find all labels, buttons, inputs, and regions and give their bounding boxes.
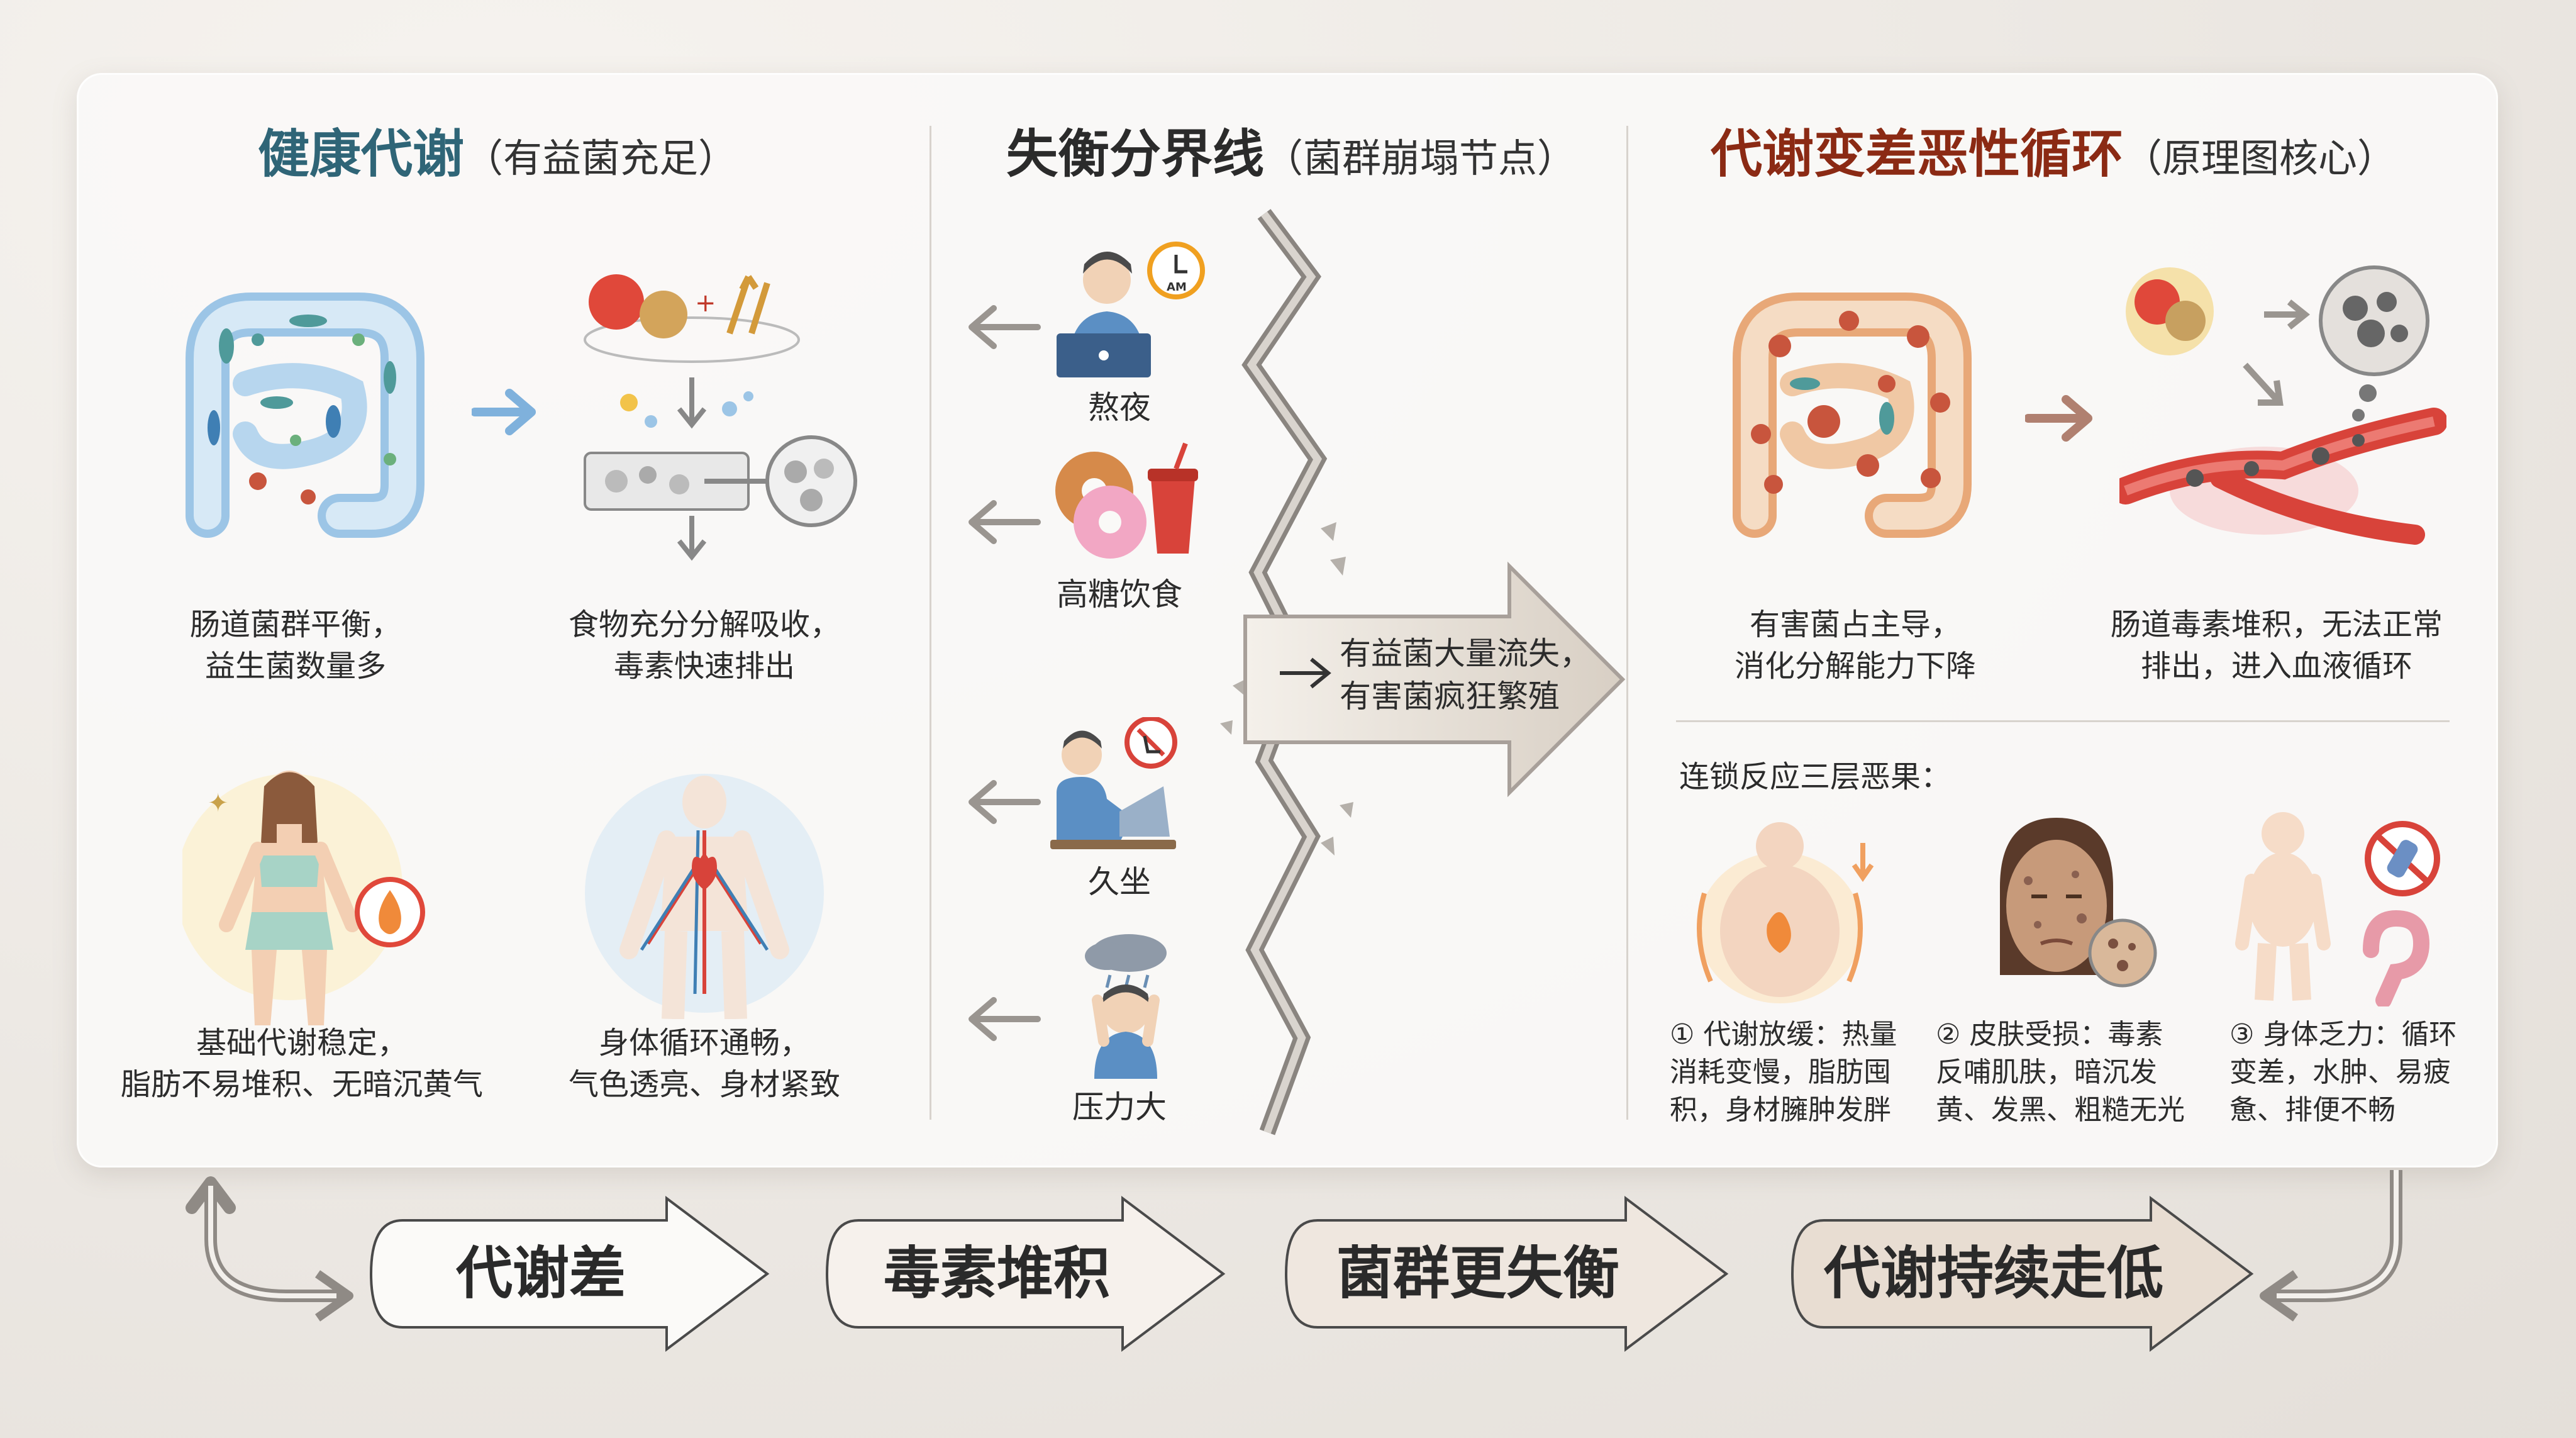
cycle-step-3: 菌群更失衡 (1280, 1195, 1733, 1352)
toxin-blood-icon (2119, 265, 2446, 545)
small-arrow-icon (1280, 657, 1331, 689)
svg-text:AM: AM (1167, 281, 1187, 294)
healthy-caption-3: 基础代谢稳定，脂肪不易堆积、无暗沉黄气 (120, 1025, 483, 1102)
trigger-sugar: 高糖饮食 (1057, 576, 1182, 613)
trigger-late-night: 熬夜 (1088, 389, 1151, 426)
bad-gut-icon (1733, 293, 1972, 538)
cycle-step-2-label: 毒素堆积 (884, 1240, 1110, 1307)
trigger-sitting: 久坐 (1088, 864, 1151, 900)
svg-text:+: + (695, 289, 716, 318)
trigger-arrows (969, 305, 1041, 1041)
sugary-food-icon (1055, 442, 1198, 559)
cycle-return-left-icon (186, 1176, 353, 1322)
cycle-step-3-label: 菌群更失衡 (1336, 1240, 1619, 1307)
stress-icon (1085, 934, 1167, 1079)
vicious-title: 代谢变差恶性循环（原理图核心） (1711, 125, 2397, 184)
cycle-step-4: 代谢持续走低 (1786, 1195, 2258, 1352)
vicious-caption-1: 有害菌占主导，消化分解能力下降 (1734, 607, 1976, 684)
healthy-title: 健康代谢（有益菌充足） (258, 125, 738, 184)
cycle-step-1: 代谢差 (365, 1195, 774, 1352)
healthy-caption-2: 食物充分分解吸收，毒素快速排出 (568, 607, 840, 684)
consequence-2: ② 皮肤受损：毒素反哺肌肤，暗沉发黄、发黑、粗糙无光 (1936, 1018, 2185, 1126)
cycle-step-4-label: 代谢持续走低 (1824, 1240, 2163, 1307)
healthy-caption-1: 肠道菌群平衡，益生菌数量多 (189, 607, 401, 684)
sitting-icon (1050, 717, 1177, 849)
damaged-skin-icon (2000, 818, 2157, 988)
cycle-step-1-label: 代谢差 (456, 1240, 626, 1307)
circulation-body-icon (585, 774, 824, 1019)
boundary-title: 失衡分界线（菌群崩塌节点） (1006, 125, 1577, 184)
cycle-return-right-icon (2260, 1170, 2402, 1322)
vicious-caption-2: 肠道毒素堆积，无法正常排出，进入血液循环 (2110, 607, 2443, 684)
healthy-woman-icon: ✦ (182, 771, 425, 1025)
food-digestion-icon: + (584, 274, 857, 561)
slow-metabolism-icon (1697, 822, 1874, 1003)
svg-text:✦: ✦ (208, 789, 229, 818)
chain-title: 连锁反应三层恶果： (1679, 759, 1951, 794)
late-night-icon: AM (1057, 242, 1205, 377)
arrow-right-icon-2 (2025, 395, 2092, 442)
fatigue-icon (2235, 812, 2440, 1006)
divider-left (930, 126, 931, 1120)
trigger-stress: 压力大 (1072, 1089, 1167, 1125)
divider-right (1626, 126, 1628, 1120)
cycle-step-2: 毒素堆积 (821, 1195, 1230, 1352)
consequence-3: ③ 身体乏力：循环变差，水肿、易疲惫、排便不畅 (2229, 1018, 2457, 1126)
vicious-separator (1676, 720, 2450, 722)
big-arrow-icon (1243, 561, 1626, 798)
boundary-result: 有益菌大量流失，有害菌疯狂繁殖 (1340, 635, 1591, 715)
healthy-gut-icon (186, 293, 425, 538)
arrow-right-icon (472, 389, 536, 435)
healthy-caption-4: 身体循环通畅，气色透亮、身材紧致 (568, 1025, 840, 1102)
consequence-1: ① 代谢放缓：热量消耗变慢，脂肪囤积，身材臃肿发胖 (1670, 1018, 1897, 1126)
